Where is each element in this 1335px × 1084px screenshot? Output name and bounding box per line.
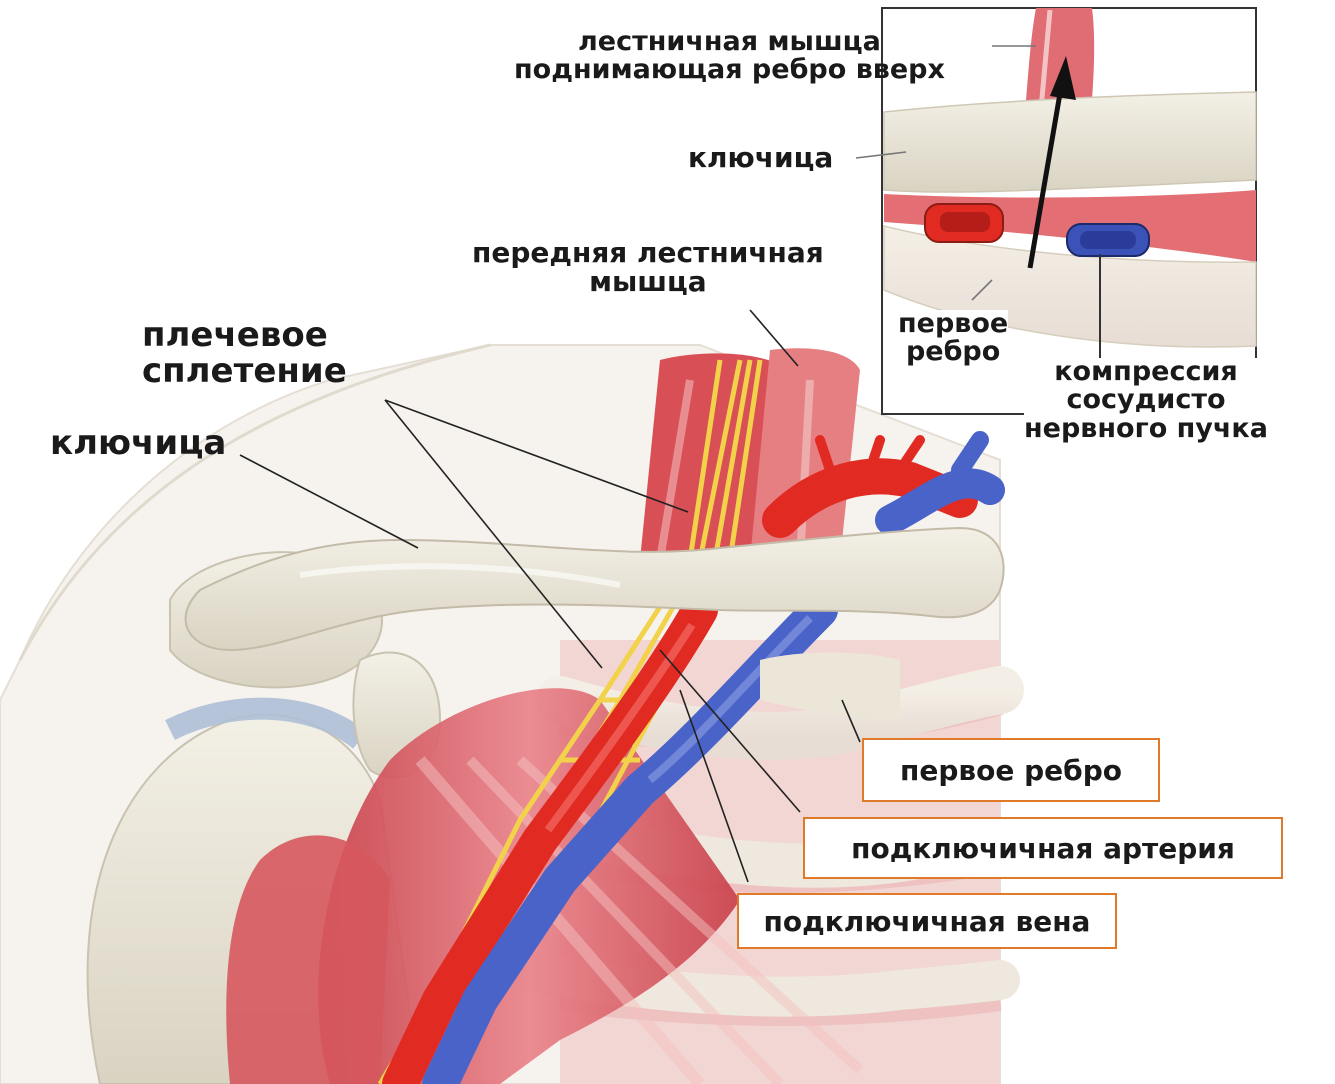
inset-compression-label: компрессия сосудисто нервного пучка xyxy=(1024,358,1268,443)
inset-scalene-line-2: поднимающая ребро вверх xyxy=(514,56,945,84)
inset-first-rib-line-2: ребро xyxy=(898,338,1008,366)
brachial-plexus-line-1: плечевое xyxy=(142,318,347,354)
inset-first-rib-label: первое ребро xyxy=(898,310,1008,367)
anterior-scalene-label: передняя лестничная мышца xyxy=(472,238,824,297)
brachial-plexus-label: плечевое сплетение xyxy=(142,318,347,389)
inset-scalene-label: лестничная мышца поднимающая ребро вверх xyxy=(514,28,945,85)
inset-compression-line-3: нервного пучка xyxy=(1024,415,1268,443)
subclavian-artery-callout: подключичная артерия xyxy=(803,817,1283,879)
inset-scalene-line-1: лестничная мышца xyxy=(514,28,945,56)
anterior-scalene-line-1: передняя лестничная xyxy=(472,238,824,267)
clavicle-main-label: ключица xyxy=(50,426,226,462)
anterior-scalene-line-2: мышца xyxy=(472,267,824,296)
first-rib-callout: первое ребро xyxy=(862,738,1160,802)
subclavian-vein-callout: подключичная вена xyxy=(737,893,1117,949)
inset-clavicle-label: ключица xyxy=(688,143,833,172)
inset-compression-line-2: сосудисто xyxy=(1024,386,1268,414)
inset-first-rib-line-1: первое xyxy=(898,310,1008,338)
brachial-plexus-line-2: сплетение xyxy=(142,354,347,390)
inset-compression-line-1: компрессия xyxy=(1024,358,1268,386)
